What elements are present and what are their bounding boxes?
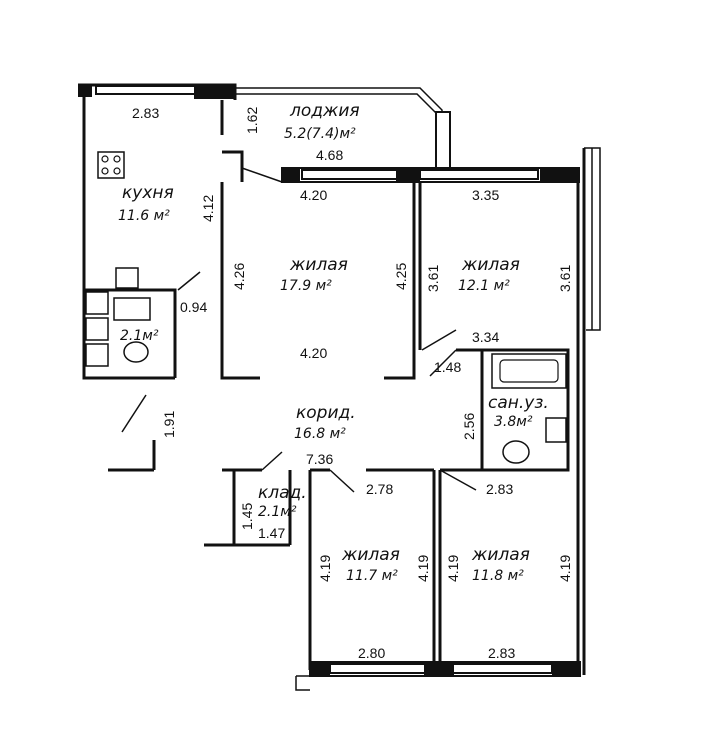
wall-block <box>282 168 300 182</box>
door-sanuzel <box>429 349 457 377</box>
living4-left: 4.19 <box>445 555 461 582</box>
corridor-area: 16.8 м² <box>294 426 346 442</box>
corridor-name: корид. <box>296 403 356 423</box>
living4-area: 11.8 м² <box>472 568 524 584</box>
living3-bottom: 2.80 <box>358 645 385 661</box>
loggia-post <box>435 111 451 169</box>
living2-area: 12.1 м² <box>458 278 510 294</box>
toilet-icon <box>502 440 530 464</box>
kitchen-area: 11.6 м² <box>118 208 170 224</box>
wall-block <box>310 662 330 676</box>
wall-block <box>552 662 580 676</box>
living3-area: 11.7 м² <box>346 568 398 584</box>
wall-bottom-ext <box>295 675 310 691</box>
wall-sanuzel <box>456 348 570 472</box>
wall-block <box>396 168 420 182</box>
sanuzel-name: сан.уз. <box>488 393 549 413</box>
toilet-icon <box>123 341 149 363</box>
living1-top: 4.20 <box>300 187 327 203</box>
living1-name: жилая <box>289 255 348 275</box>
wall-block <box>424 662 454 676</box>
stove-icon <box>97 151 125 179</box>
kitchen-cabinet <box>115 267 139 289</box>
sanuzel-side: 2.56 <box>461 413 477 440</box>
kitchen-side: 4.12 <box>200 195 216 222</box>
kitchen-top: 2.83 <box>132 105 159 121</box>
kitchen-cabinet <box>85 291 109 315</box>
living3-top: 2.78 <box>366 481 393 497</box>
living1-bottom: 4.20 <box>300 345 327 361</box>
wall-kitchen-bottom <box>84 288 177 378</box>
storage-name: клад. <box>258 483 307 503</box>
kitchen-cabinet <box>85 317 109 341</box>
door-living2 <box>421 329 457 351</box>
door-living3 <box>329 469 355 493</box>
living4-right: 4.19 <box>557 555 573 582</box>
kitchen-name: кухня <box>122 183 174 203</box>
window-living2 <box>419 169 539 180</box>
door-loggia <box>241 167 283 183</box>
window-kitchen <box>95 85 197 95</box>
corridor-len: 7.36 <box>306 451 333 467</box>
living1-right: 4.25 <box>393 263 409 290</box>
living2-left: 3.61 <box>425 265 441 292</box>
storage-side: 1.45 <box>239 503 255 530</box>
window-living1 <box>301 169 413 180</box>
door-corridor-left <box>121 394 147 433</box>
window-living3 <box>329 663 427 674</box>
storage-area: 2.1м² <box>258 504 297 520</box>
living3-right: 4.19 <box>415 555 431 582</box>
wall-kitchen-pillar <box>194 85 236 99</box>
living3-left: 4.19 <box>317 555 333 582</box>
storage-bottom: 1.47 <box>258 525 285 541</box>
living4-name: жилая <box>471 545 530 565</box>
living3-name: жилая <box>341 545 400 565</box>
living1-area: 17.9 м² <box>280 278 332 294</box>
living2-top: 3.35 <box>472 187 499 203</box>
wall-living1-left <box>220 182 260 380</box>
sanuzel-area: 3.8м² <box>494 414 533 430</box>
wall-corridor-lower <box>108 440 156 472</box>
bath-sink <box>113 297 151 321</box>
wall-loggia-left <box>222 150 244 182</box>
living1-left: 4.26 <box>231 263 247 290</box>
bathsmall-area: 2.1м² <box>120 328 159 344</box>
door-storage <box>261 451 283 471</box>
window-living4 <box>451 663 553 674</box>
loggia-len: 4.68 <box>316 147 343 163</box>
loggia-area: 5.2(7.4)м² <box>284 126 356 142</box>
washer-icon <box>545 417 567 443</box>
loggia-side: 1.62 <box>244 107 260 134</box>
corridor-side: 1.91 <box>161 411 177 438</box>
sanuzel-top: 1.48 <box>434 359 461 375</box>
door-living4 <box>439 469 477 491</box>
living4-bottom: 2.83 <box>488 645 515 661</box>
living2-right: 3.61 <box>557 265 573 292</box>
door-kitchen <box>177 271 201 291</box>
bathsmall-side: 0.94 <box>180 299 207 315</box>
living4-top: 2.83 <box>486 481 513 497</box>
wall-smallbath-left <box>82 290 175 380</box>
living2-bottom: 3.34 <box>472 329 499 345</box>
loggia-name: лоджия <box>289 101 360 121</box>
wall-corner <box>78 85 92 97</box>
wall-block <box>540 168 578 182</box>
kitchen-cabinet <box>85 343 109 367</box>
wall-living1-right <box>384 182 416 380</box>
living2-name: жилая <box>461 255 520 275</box>
